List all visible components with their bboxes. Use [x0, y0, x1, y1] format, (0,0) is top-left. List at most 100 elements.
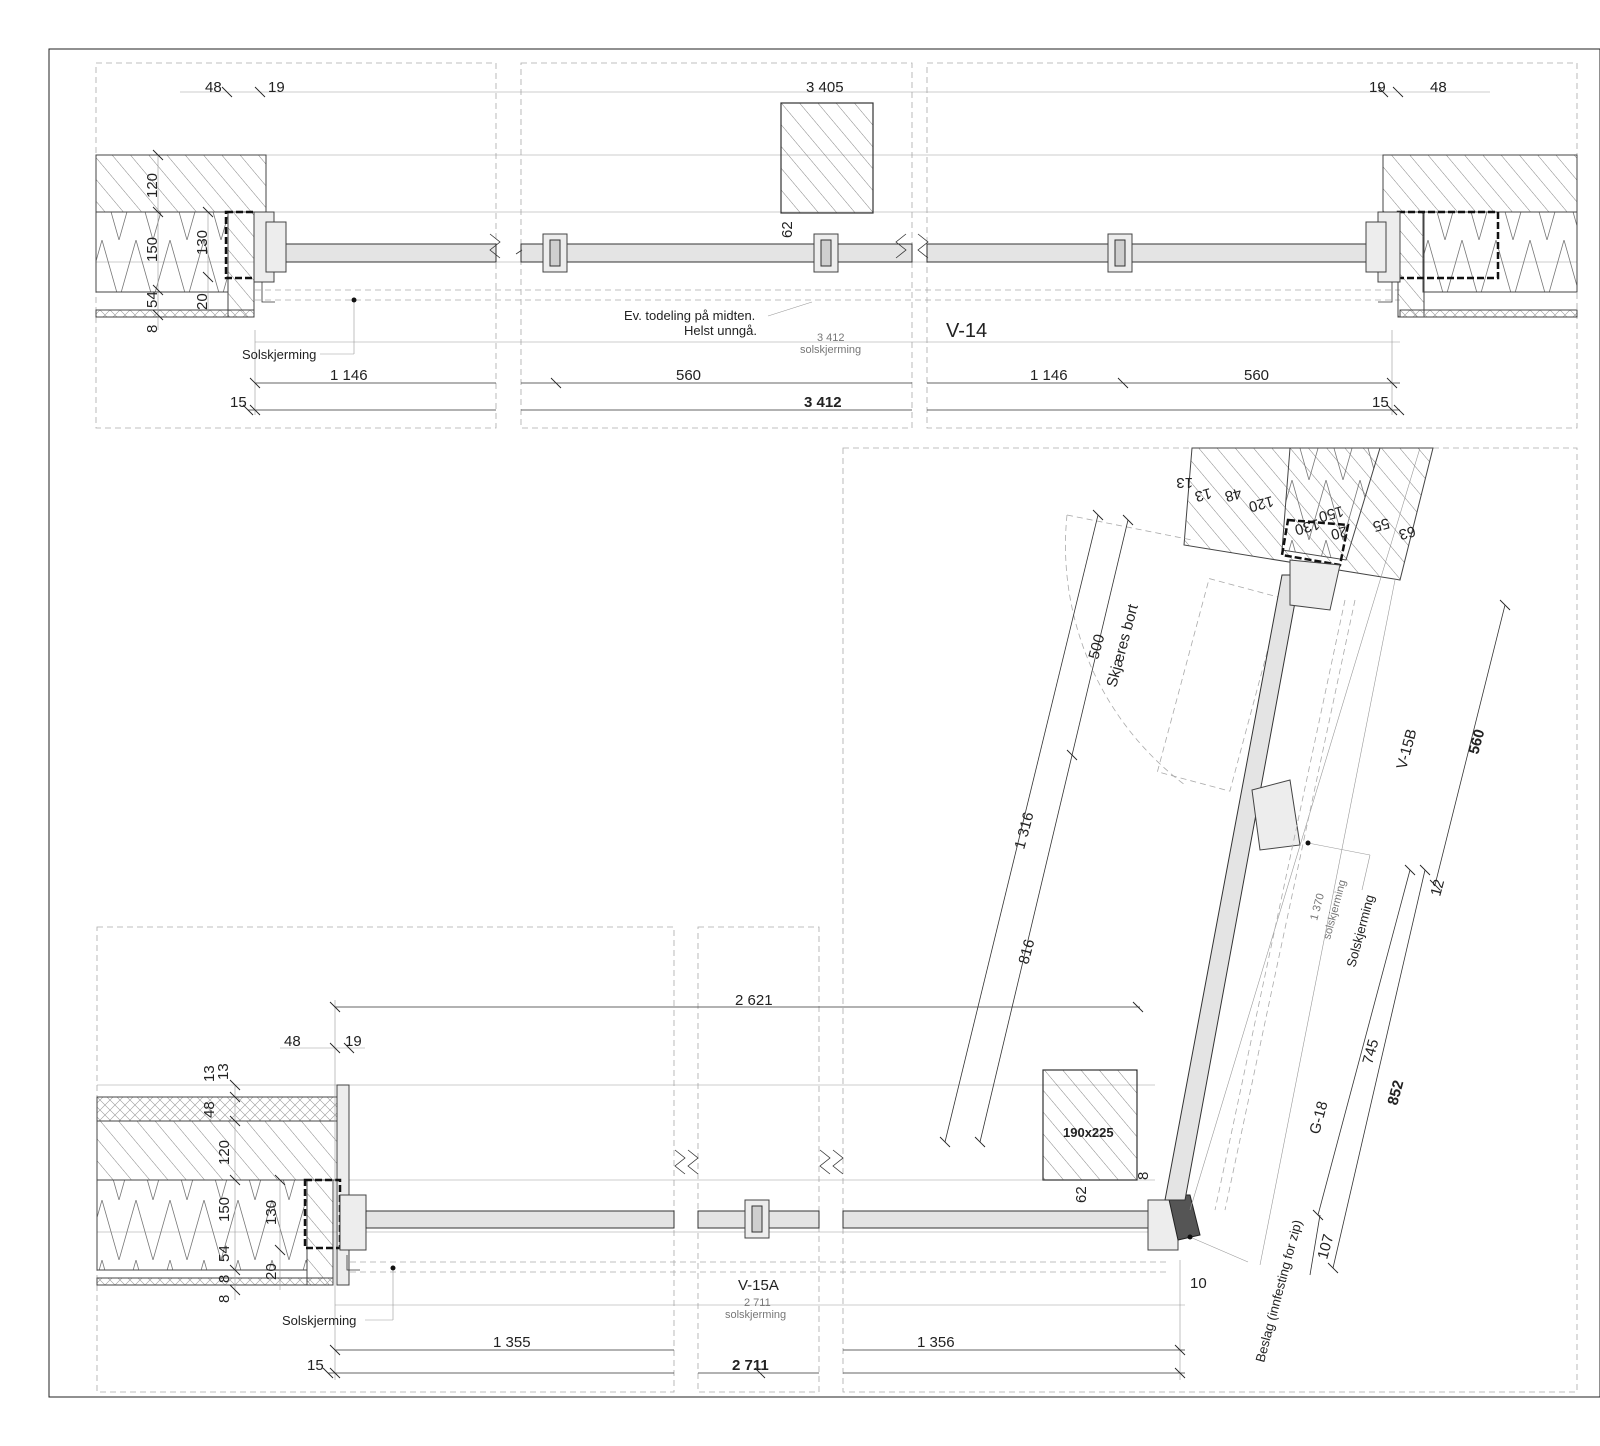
wall-board-right — [1399, 309, 1578, 318]
dim-560: 560 — [676, 367, 701, 384]
viewport-right — [842, 447, 1578, 1393]
glass-id-g18: G-18 — [1306, 1099, 1331, 1136]
window-id-v15a: V-15A — [738, 1277, 779, 1294]
dim-48: 48 — [1223, 484, 1244, 505]
wall-layer-top — [96, 1096, 338, 1122]
dim-816: 816 — [1015, 937, 1038, 966]
solskjerming-label: Solskjerming — [1343, 893, 1377, 969]
solskjerming-dim: 2 711 — [744, 1297, 771, 1309]
post — [1042, 1069, 1138, 1181]
dim-19-right: 19 — [1369, 79, 1386, 96]
dim-8c: 8 — [1135, 1172, 1152, 1180]
dim-55: 55 — [1371, 514, 1392, 535]
wall-stud-left — [227, 211, 255, 318]
wall-stud-right — [1397, 211, 1425, 318]
dim-19: 19 — [268, 79, 285, 96]
dim-130: 130 — [263, 1200, 280, 1225]
dim-48: 48 — [205, 79, 222, 96]
dim-745: 745 — [1359, 1037, 1382, 1066]
dim-150: 150 — [144, 237, 161, 262]
wall-cladding-right — [1382, 154, 1578, 213]
post — [780, 102, 874, 214]
dim-1316: 1 316 — [1011, 810, 1037, 851]
dim-3412: 3 412 — [804, 394, 842, 411]
glass-pane — [842, 1210, 1149, 1229]
glass-pane — [926, 243, 1379, 263]
wall-insulation-right — [1422, 211, 1578, 293]
dim-2621: 2 621 — [735, 992, 773, 1009]
glass-pane — [520, 243, 913, 263]
bracket-note: Beslag (innfesting for zip) — [1252, 1218, 1304, 1364]
dim-15-right: 15 — [1372, 394, 1389, 411]
dim-150: 150 — [1317, 502, 1346, 525]
dim-63: 63 — [1397, 522, 1418, 543]
dim-2711: 2 711 — [732, 1357, 769, 1374]
solskjerming-dim-label: solskjerming — [725, 1309, 786, 1321]
dim-107: 107 — [1314, 1232, 1337, 1261]
dim-54: 54 — [144, 291, 161, 308]
dim-13b: 13 — [1193, 484, 1214, 505]
glass-pane — [1164, 574, 1301, 1201]
dim-130: 130 — [1293, 515, 1322, 538]
dim-48-right: 48 — [1430, 79, 1447, 96]
cut-note: Skjæres bort — [1103, 602, 1142, 689]
dim-500: 500 — [1085, 632, 1108, 661]
dim-560: 560 — [1465, 727, 1488, 756]
wall-cladding — [96, 1120, 338, 1181]
window-id-v15b: V-15B — [1393, 727, 1420, 771]
glass-pane — [365, 1210, 675, 1229]
dim-120: 120 — [216, 1140, 233, 1165]
dim-1355: 1 355 — [493, 1334, 531, 1351]
dim-15: 15 — [230, 394, 247, 411]
dim-3405: 3 405 — [806, 79, 844, 96]
dim-54: 54 — [216, 1245, 233, 1262]
dim-1146-right: 1 146 — [1030, 367, 1068, 384]
dim-8: 8 — [144, 325, 161, 333]
post-size: 190x225 — [1063, 1125, 1114, 1140]
dim-1356: 1 356 — [917, 1334, 955, 1351]
viewport-middle — [697, 926, 820, 1393]
solskjerming-dim: 1 370 — [1308, 892, 1327, 922]
dim-48-vert: 48 — [201, 1101, 218, 1118]
dim-13: 13 — [215, 1063, 232, 1080]
dim-1146: 1 146 — [330, 367, 368, 384]
detail-v15a: 190x225 2 621 48 19 13 13 48 120 — [96, 447, 1578, 1393]
dim-8b: 8 — [216, 1295, 233, 1303]
dim-20: 20 — [263, 1263, 280, 1280]
note-line2: Helst unngå. — [684, 323, 757, 338]
dim-150: 150 — [216, 1197, 233, 1222]
dim-20: 20 — [1329, 522, 1350, 543]
dim-19: 19 — [345, 1033, 362, 1050]
wall-cladding-left — [95, 154, 267, 213]
dim-120: 120 — [144, 173, 161, 198]
dim-12: 12 — [1427, 878, 1448, 899]
wall-stud — [306, 1179, 334, 1286]
dim-13b: 13 — [201, 1065, 218, 1082]
dim-130: 130 — [194, 230, 211, 255]
dim-560-right: 560 — [1244, 367, 1269, 384]
solskjerming-dim: 3 412 — [817, 332, 845, 344]
dim-20: 20 — [194, 293, 211, 310]
window-id-v14: V-14 — [946, 320, 987, 342]
solskjerming-label: Solskjerming — [282, 1313, 356, 1328]
wall-board-left — [95, 309, 255, 318]
dim-852: 852 — [1384, 1078, 1407, 1107]
solskjerming-label: Solskjerming — [242, 347, 316, 362]
sheet-border — [48, 48, 1600, 1398]
wall-board — [96, 1277, 334, 1286]
dim-62: 62 — [779, 221, 796, 238]
cut-arc — [1065, 514, 1186, 786]
wall-insulation — [96, 1179, 308, 1271]
dim-13: 13 — [1176, 474, 1193, 491]
solskjerming-dim-label: solskjerming — [800, 344, 861, 356]
dim-62: 62 — [1073, 1186, 1090, 1203]
dim-15: 15 — [307, 1357, 324, 1374]
glass-pane — [273, 243, 497, 263]
dim-8: 8 — [216, 1275, 233, 1283]
detail-v15b: 13 13 120 48 150 130 20 55 63 500 Skjære… — [939, 447, 1511, 1364]
dim-48: 48 — [284, 1033, 301, 1050]
detail-v14: 48 19 3 405 19 48 120 150 130 54 20 8 62… — [95, 62, 1578, 429]
note-line1: Ev. todeling på midten. — [624, 308, 755, 323]
dim-10: 10 — [1190, 1275, 1207, 1292]
